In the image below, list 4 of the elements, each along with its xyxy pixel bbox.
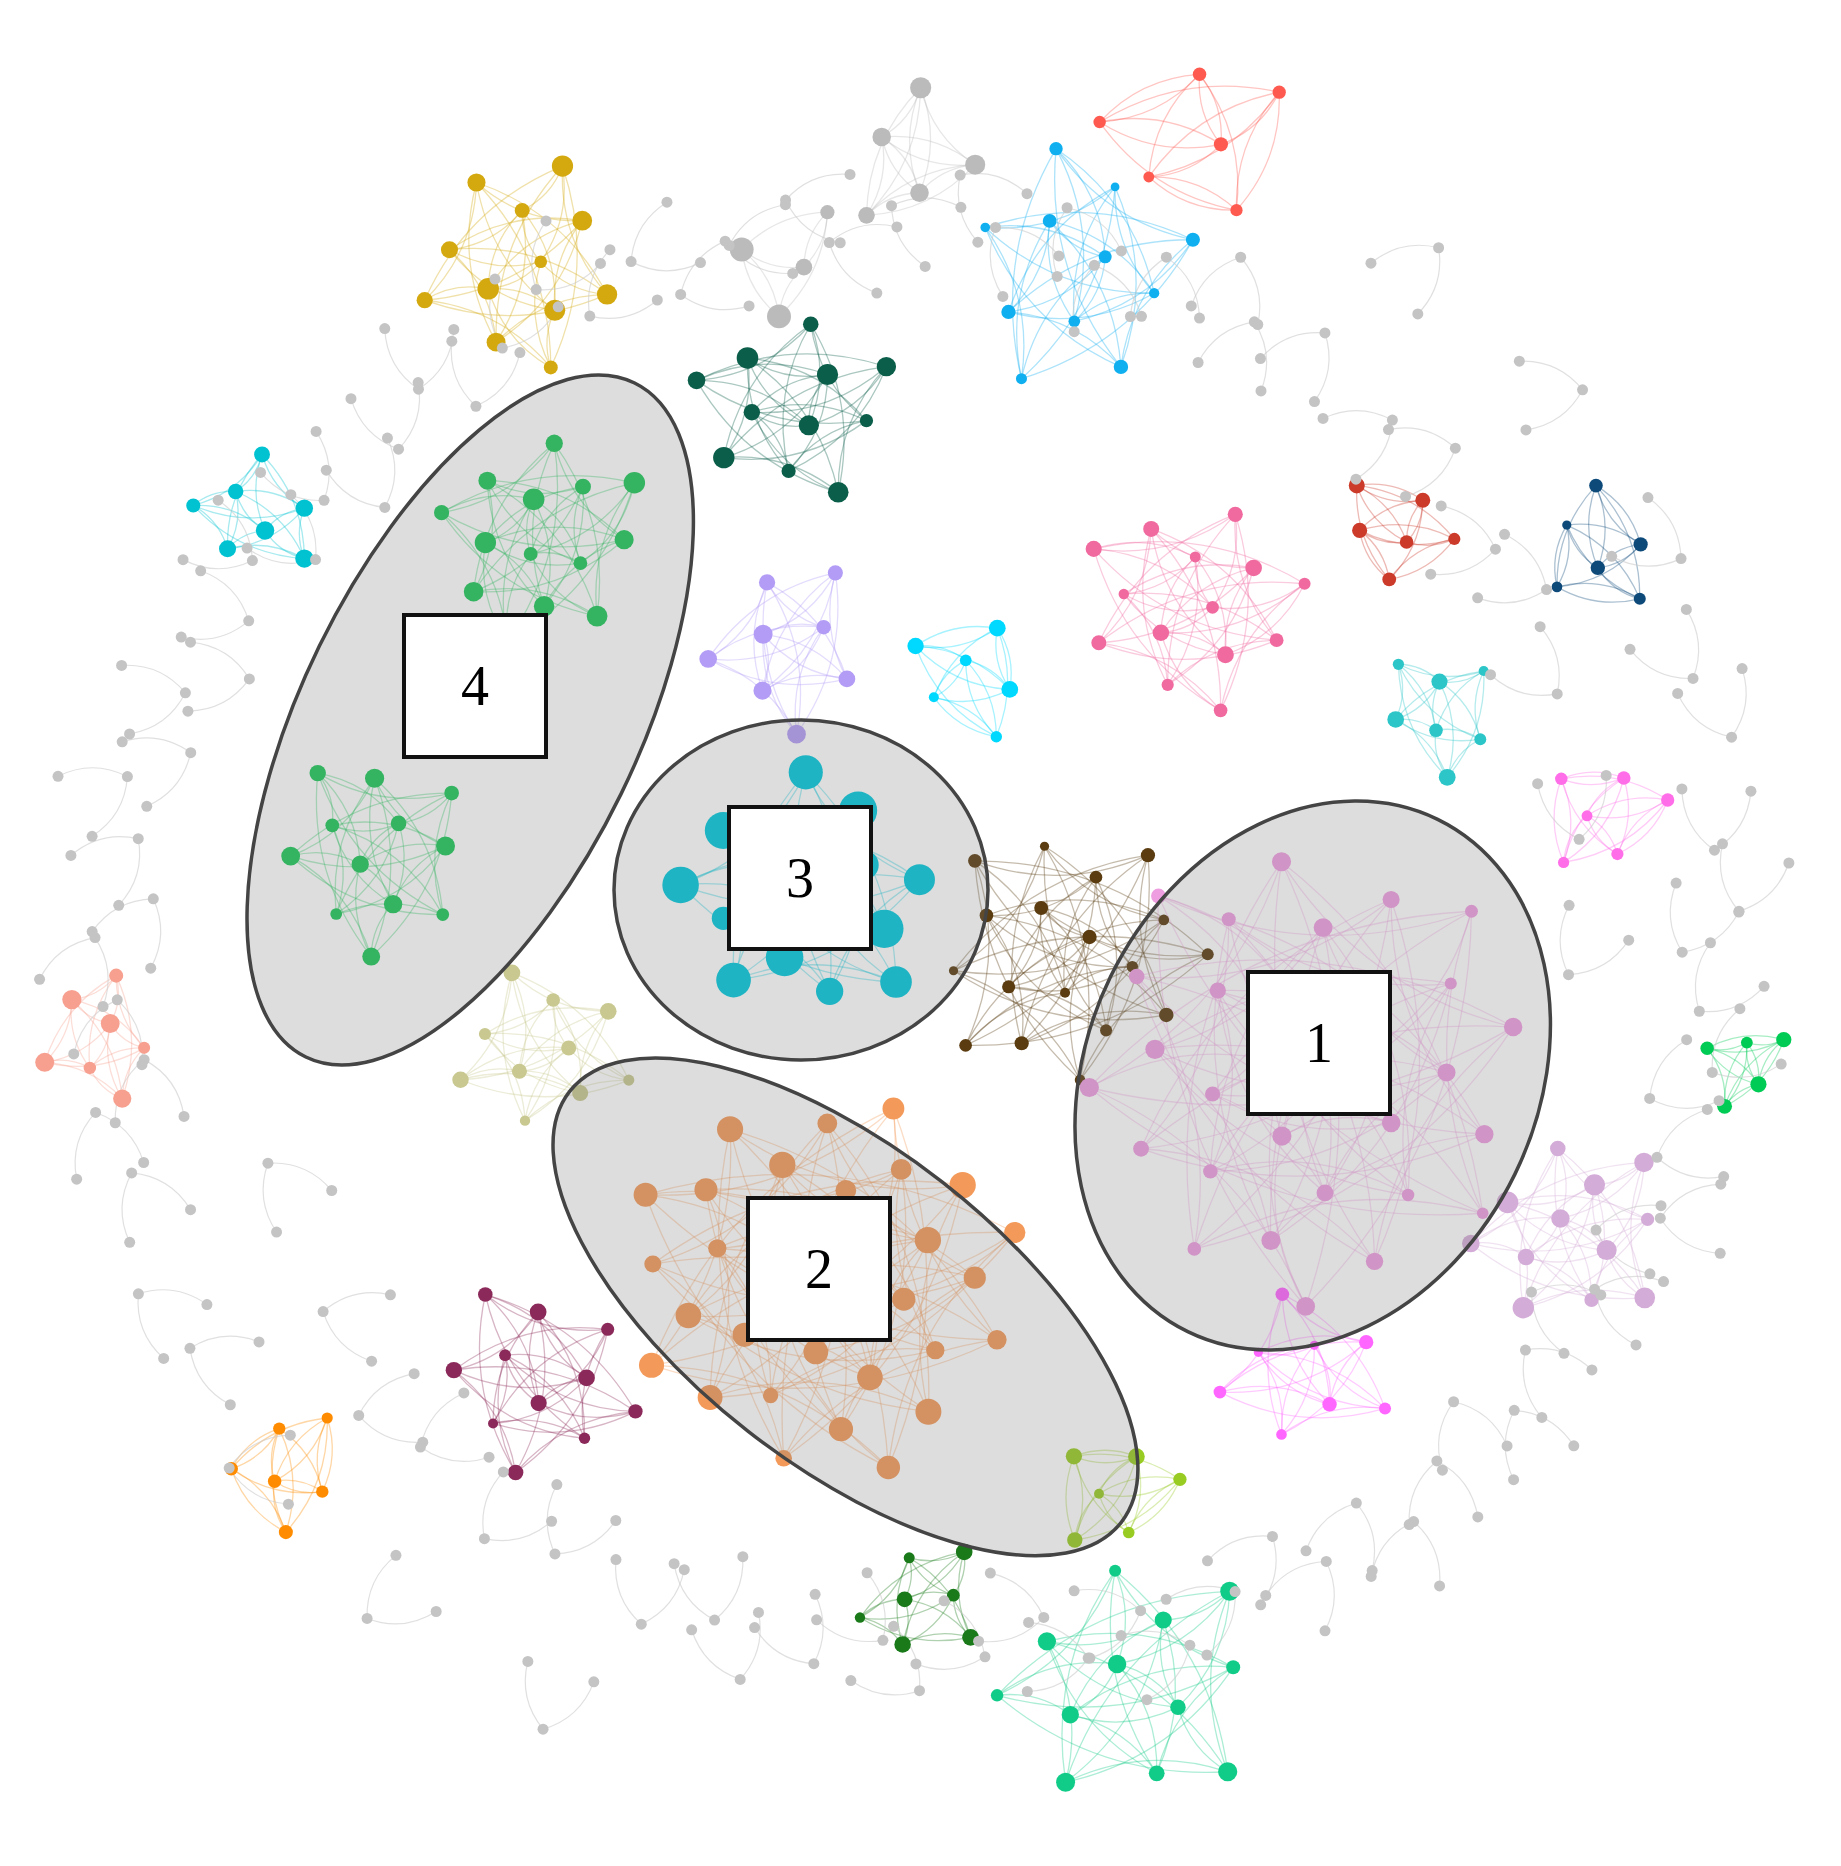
number-label-box: 3 bbox=[727, 805, 873, 951]
number-label-box: 2 bbox=[746, 1196, 892, 1342]
number-label-box: 1 bbox=[1246, 970, 1392, 1116]
number-label-box: 4 bbox=[402, 613, 548, 759]
